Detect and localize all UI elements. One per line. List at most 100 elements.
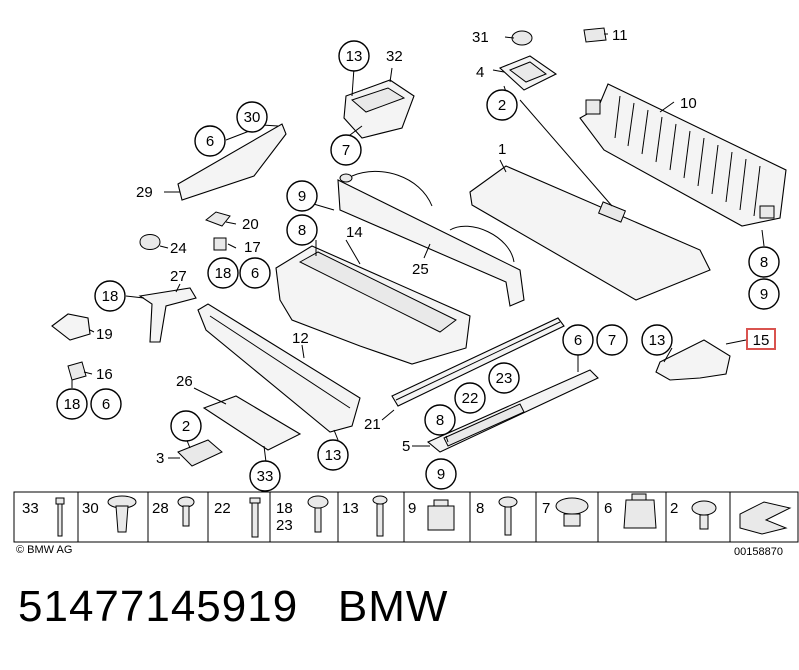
- fastener-label-23: 23: [276, 517, 293, 534]
- svg-text:2: 2: [498, 97, 506, 114]
- callout-6-c: 6: [90, 388, 122, 420]
- screw-22-icon: [249, 497, 261, 538]
- part-5-bracket-rail: [426, 369, 599, 453]
- part-17-clip: [213, 237, 227, 251]
- callout-27: 27: [170, 268, 187, 285]
- part-26-cover-plate: [202, 395, 302, 451]
- fastener-bar: 33 30 28 22 18 23 13 9 8 7 6 2: [13, 491, 799, 543]
- fastener-label-33: 33: [22, 500, 39, 517]
- svg-text:6: 6: [251, 265, 259, 282]
- callout-1: 1: [498, 141, 506, 158]
- part-4-bracket: [498, 55, 558, 91]
- fastener-label-18: 18: [276, 500, 293, 517]
- callout-8-a: 8: [286, 214, 318, 246]
- part-number-title: 51477145919 BMW: [18, 582, 449, 631]
- svg-text:9: 9: [298, 188, 306, 205]
- callout-13-a: 13: [338, 40, 370, 72]
- callout-7-b: 7: [596, 324, 628, 356]
- callout-6-a: 6: [194, 125, 226, 157]
- callout-25: 25: [412, 261, 429, 278]
- part-15-bracket: [655, 339, 731, 381]
- svg-text:18: 18: [215, 265, 232, 282]
- callout-17: 17: [244, 239, 261, 256]
- part-24-grommet: [139, 234, 161, 250]
- callout-12: 12: [292, 330, 309, 347]
- callout-33-a: 33: [249, 460, 281, 492]
- screw-2-icon: [691, 500, 717, 530]
- callout-15-highlighted: 15: [746, 328, 776, 350]
- svg-text:8: 8: [760, 254, 768, 271]
- callout-13-c: 13: [641, 324, 673, 356]
- svg-text:15: 15: [753, 332, 770, 349]
- plug-7-icon: [555, 497, 589, 527]
- svg-text:18: 18: [64, 396, 81, 413]
- svg-text:22: 22: [462, 390, 479, 407]
- callout-11: 11: [612, 27, 628, 44]
- callout-2-b: 2: [170, 410, 202, 442]
- svg-text:23: 23: [496, 370, 513, 387]
- callout-2-a: 2: [486, 89, 518, 121]
- svg-text:7: 7: [608, 332, 616, 349]
- part-32-storage-box: [343, 79, 415, 139]
- callout-32: 32: [386, 48, 403, 65]
- part-14-tray: [275, 245, 471, 365]
- part-16-clip: [67, 361, 87, 381]
- screw-28-icon: [177, 496, 195, 527]
- part-3-plate: [177, 439, 223, 467]
- callout-8-c: 8: [424, 404, 456, 436]
- svg-text:13: 13: [649, 332, 666, 349]
- fastener-label-8: 8: [476, 500, 484, 517]
- part-10-rear-trim-panel: [579, 83, 787, 227]
- callout-18-c: 18: [56, 388, 88, 420]
- callout-18-b: 18: [94, 280, 126, 312]
- svg-text:33: 33: [257, 468, 274, 485]
- callout-13-b: 13: [317, 439, 349, 471]
- callout-8-b: 8: [748, 246, 780, 278]
- callout-23: 23: [488, 362, 520, 394]
- svg-text:8: 8: [436, 412, 444, 429]
- callout-30: 30: [236, 101, 268, 133]
- diagram-number: 00158870: [734, 546, 783, 558]
- clip-30-icon: [107, 495, 137, 533]
- part-29-side-trim: [177, 123, 287, 201]
- callout-31: 31: [472, 29, 489, 46]
- svg-text:2: 2: [182, 418, 190, 435]
- callout-3: 3: [156, 450, 164, 467]
- callouts: 13 32 7 30 6 29 9 8 14 25 1 31 4 2 11 10…: [56, 27, 780, 492]
- fastener-label-22: 22: [214, 500, 231, 517]
- callout-24: 24: [170, 240, 187, 257]
- svg-text:13: 13: [325, 447, 342, 464]
- fastener-label-28: 28: [152, 500, 169, 517]
- screw-8-icon: [498, 496, 518, 536]
- copyright: © BMW AG: [16, 544, 72, 556]
- arrow-icon: [739, 501, 792, 535]
- svg-text:17: 17: [244, 239, 261, 256]
- fastener-label-13: 13: [342, 500, 359, 517]
- callout-22: 22: [454, 382, 486, 414]
- screw-33-icon: [55, 497, 65, 537]
- svg-text:9: 9: [760, 286, 768, 303]
- svg-text:13: 13: [346, 48, 363, 65]
- callout-6-d: 6: [562, 324, 594, 356]
- callout-26: 26: [176, 373, 193, 390]
- fastener-label-30: 30: [82, 500, 99, 517]
- fastener-label-9: 9: [408, 500, 416, 517]
- part-12-side-panel: [197, 303, 361, 433]
- svg-text:6: 6: [206, 133, 214, 150]
- part-21-rail: [391, 317, 565, 407]
- part-25-strap: [337, 170, 525, 307]
- callout-14: 14: [346, 224, 363, 241]
- svg-text:9: 9: [437, 466, 445, 483]
- svg-text:20: 20: [242, 216, 259, 233]
- clip-6-icon: [623, 493, 657, 529]
- callout-5: 5: [402, 438, 410, 455]
- clip-9-icon: [427, 499, 455, 531]
- callout-4: 4: [476, 64, 484, 81]
- part-20-clip: [205, 211, 231, 227]
- callout-7-a: 7: [330, 134, 362, 166]
- part-19-pad: [51, 313, 91, 341]
- callout-29: 29: [136, 184, 153, 201]
- part-1-floor-mat: [469, 165, 711, 301]
- callout-19: 19: [96, 326, 113, 343]
- parts-diagram: 13 32 7 30 6 29 9 8 14 25 1 31 4 2 11 10…: [13, 27, 799, 558]
